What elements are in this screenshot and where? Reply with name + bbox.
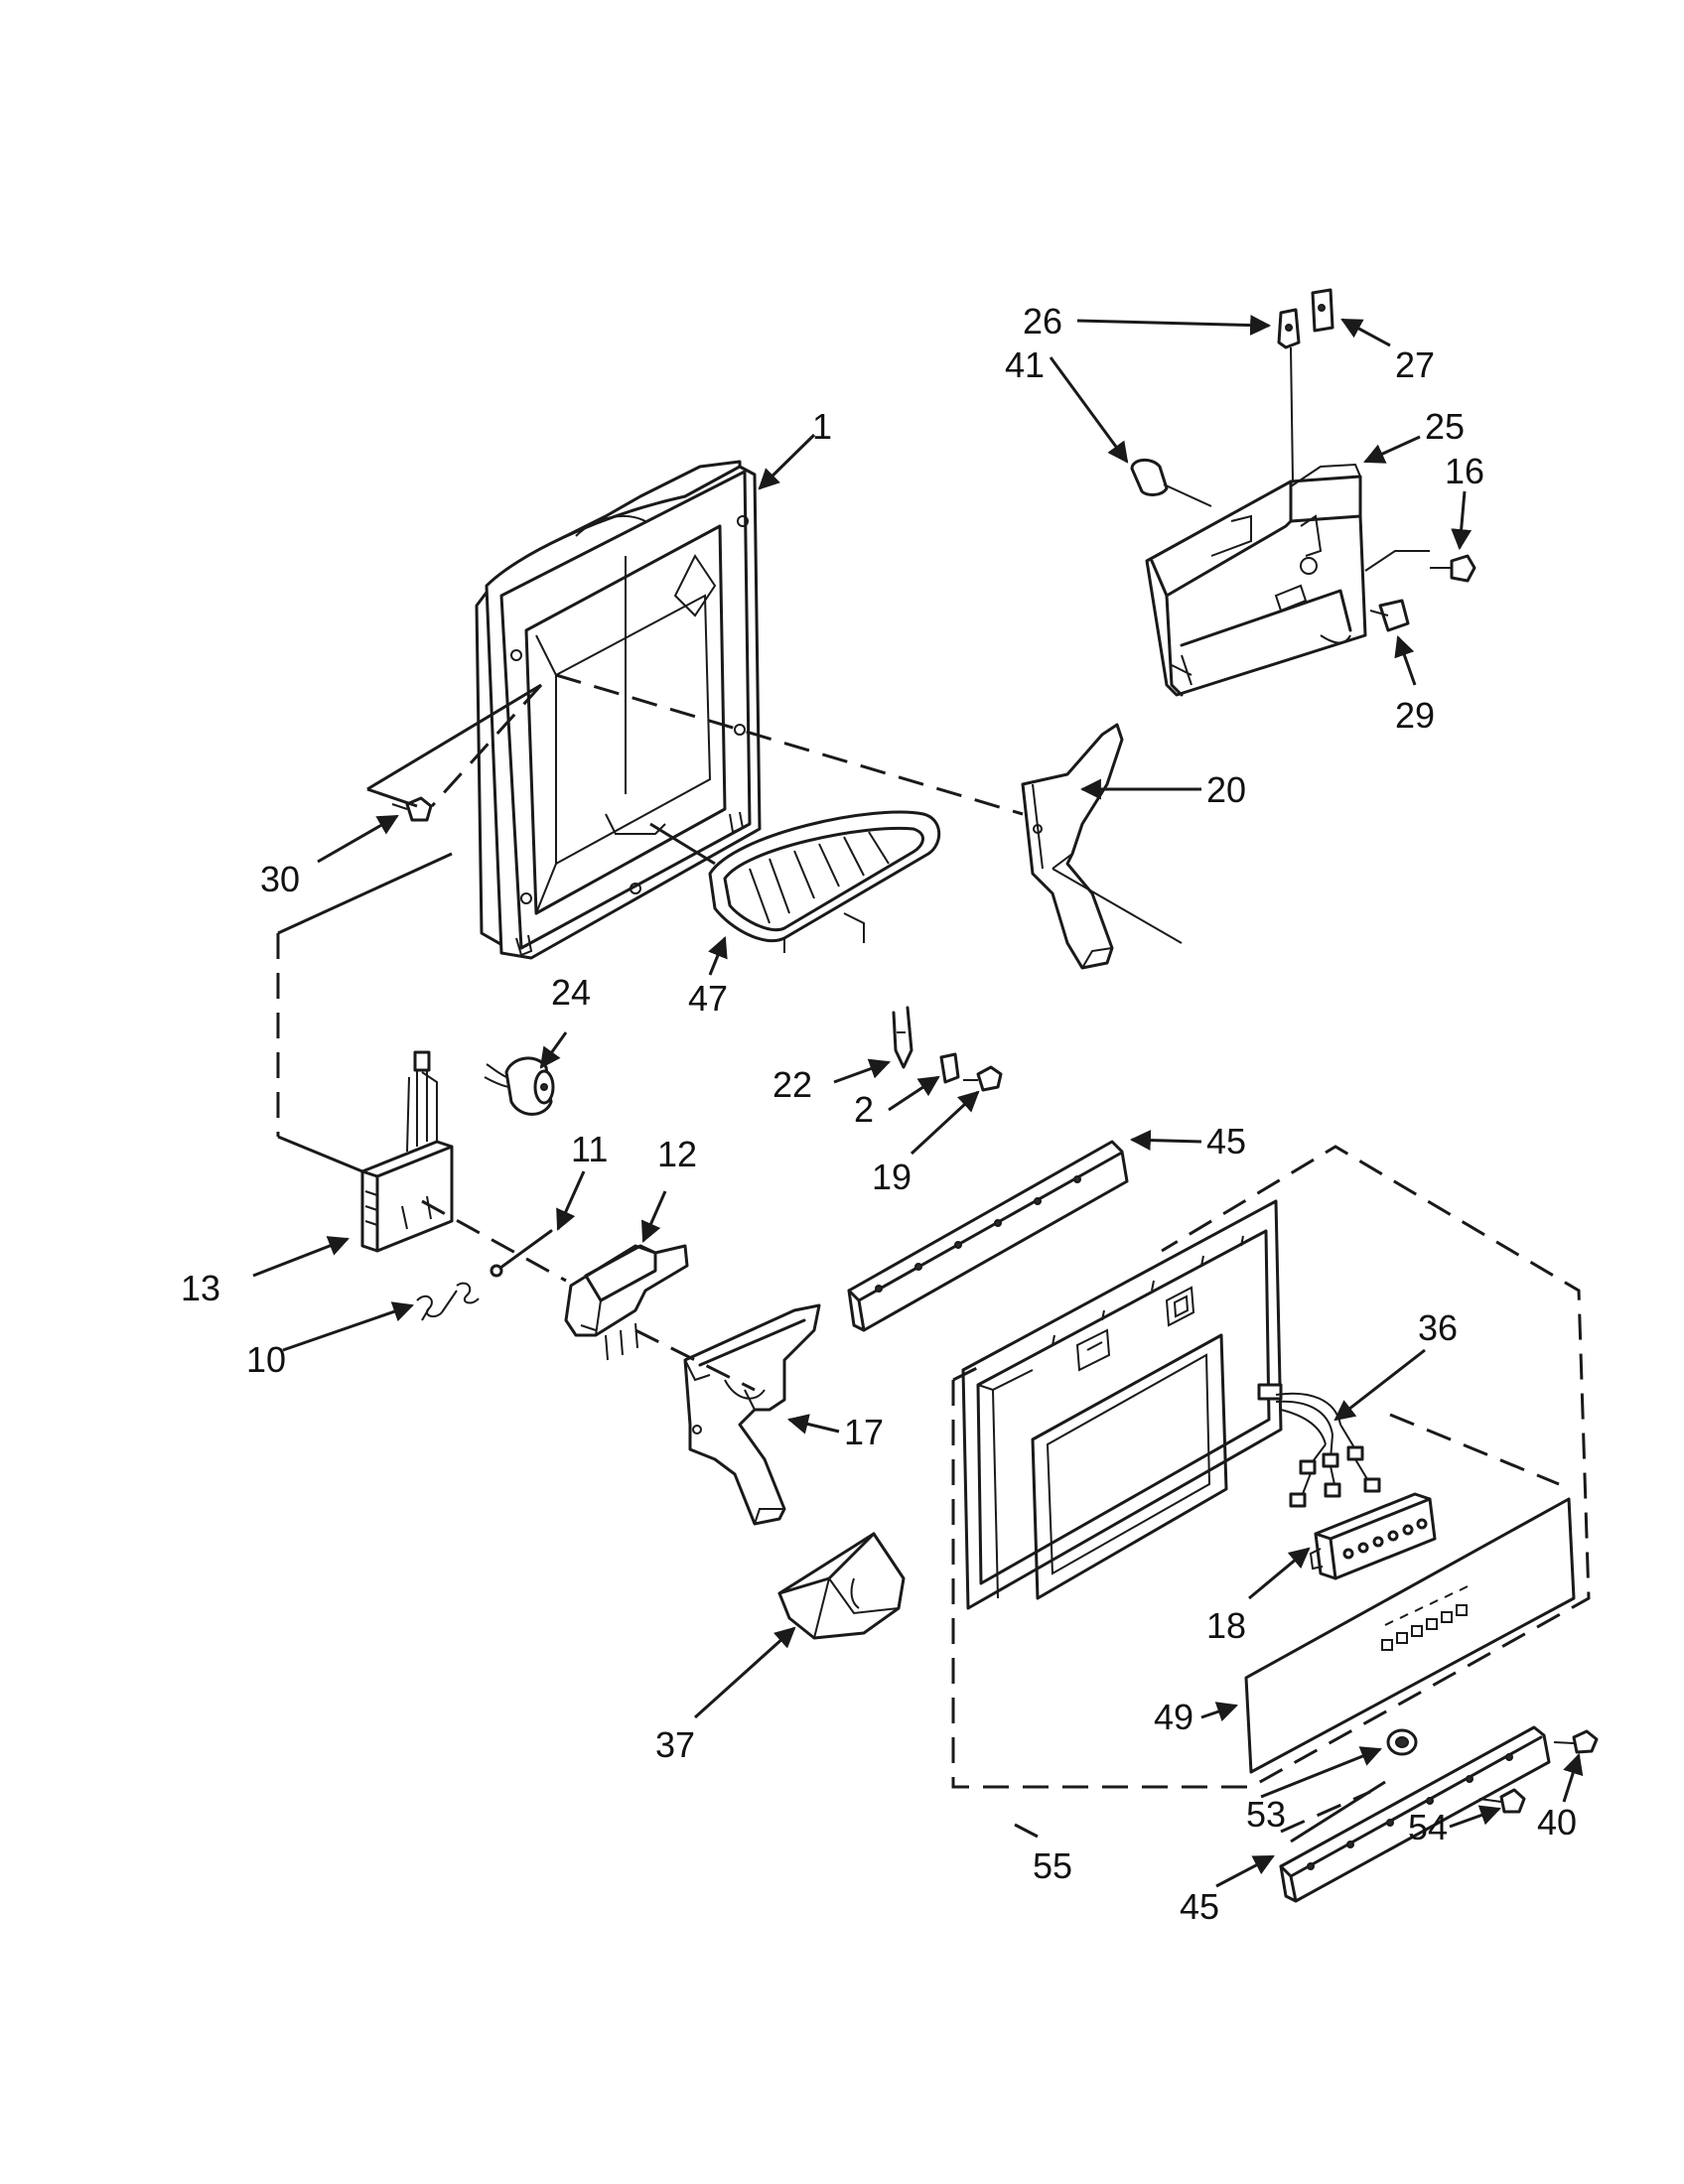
callout-25: 25 <box>1425 406 1465 447</box>
callout-40: 40 <box>1537 1802 1577 1843</box>
bumper-part-41 <box>1130 459 1212 507</box>
bracket-part-25 <box>1145 463 1367 697</box>
callout-55: 55 <box>1033 1845 1072 1886</box>
lever-part-20 <box>1021 723 1183 970</box>
clip-part-2 <box>939 1052 960 1084</box>
screw-part-54 <box>1478 1788 1526 1814</box>
grille-part-47 <box>708 810 941 953</box>
insulator-part-27 <box>1311 288 1334 333</box>
solenoid-part-13 <box>360 1050 454 1253</box>
callout-16: 16 <box>1445 451 1484 491</box>
screw-part-40 <box>1553 1729 1599 1754</box>
callout-45-upper: 45 <box>1206 1121 1246 1161</box>
callout-53: 53 <box>1246 1794 1286 1835</box>
callout-24: 24 <box>551 972 591 1013</box>
pin-part-22 <box>892 1006 913 1069</box>
callout-1: 1 <box>812 406 832 447</box>
callout-20: 20 <box>1206 769 1246 810</box>
bracket-part-12 <box>564 1244 689 1361</box>
spring-part-10 <box>416 1282 480 1321</box>
callout-22: 22 <box>772 1064 812 1105</box>
callout-49: 49 <box>1154 1697 1193 1737</box>
grommet-part-29 <box>1369 599 1410 632</box>
callout-36: 36 <box>1418 1307 1458 1348</box>
housing-part-1 <box>475 460 762 960</box>
screw-part-19 <box>963 1065 1003 1092</box>
callout-10: 10 <box>246 1339 286 1380</box>
callout-labels: 1 26 27 41 25 16 29 20 30 47 24 22 2 19 … <box>181 301 1577 1927</box>
rail-part-45-upper <box>847 1140 1129 1332</box>
harness-part-36 <box>1257 1383 1381 1508</box>
assembly-lines <box>276 673 1560 1843</box>
control-board-part-18 <box>1309 1492 1437 1580</box>
callout-2: 2 <box>854 1089 874 1130</box>
callout-41: 41 <box>1005 344 1045 385</box>
chute-part-37 <box>777 1532 906 1640</box>
callout-30: 30 <box>260 859 300 899</box>
callout-18: 18 <box>1206 1605 1246 1646</box>
callout-17: 17 <box>844 1412 884 1452</box>
callout-11: 11 <box>571 1129 608 1169</box>
callout-37: 37 <box>655 1724 695 1765</box>
callout-13: 13 <box>181 1268 220 1308</box>
screw-part-16 <box>1364 550 1476 583</box>
screw-part-30 <box>391 796 433 822</box>
callout-45-lower: 45 <box>1180 1886 1219 1927</box>
panel-part-49 <box>1244 1497 1576 1774</box>
callout-27: 27 <box>1395 344 1435 385</box>
callout-47: 47 <box>688 978 728 1019</box>
paddle-part-17 <box>683 1303 821 1526</box>
motor-part-24 <box>484 1056 555 1116</box>
callout-26: 26 <box>1023 301 1062 341</box>
rod-part-11 <box>490 1229 553 1278</box>
knob-part-53 <box>1386 1728 1418 1756</box>
callout-19: 19 <box>872 1157 912 1197</box>
front-frame-part-55 <box>951 1145 1591 1789</box>
callout-54: 54 <box>1408 1807 1448 1847</box>
callout-12: 12 <box>657 1134 697 1174</box>
callout-29: 29 <box>1395 695 1435 736</box>
leader-arrows <box>252 315 1584 1888</box>
rail-part-45-lower <box>1279 1725 1551 1903</box>
switch-part-26 <box>1277 308 1301 482</box>
